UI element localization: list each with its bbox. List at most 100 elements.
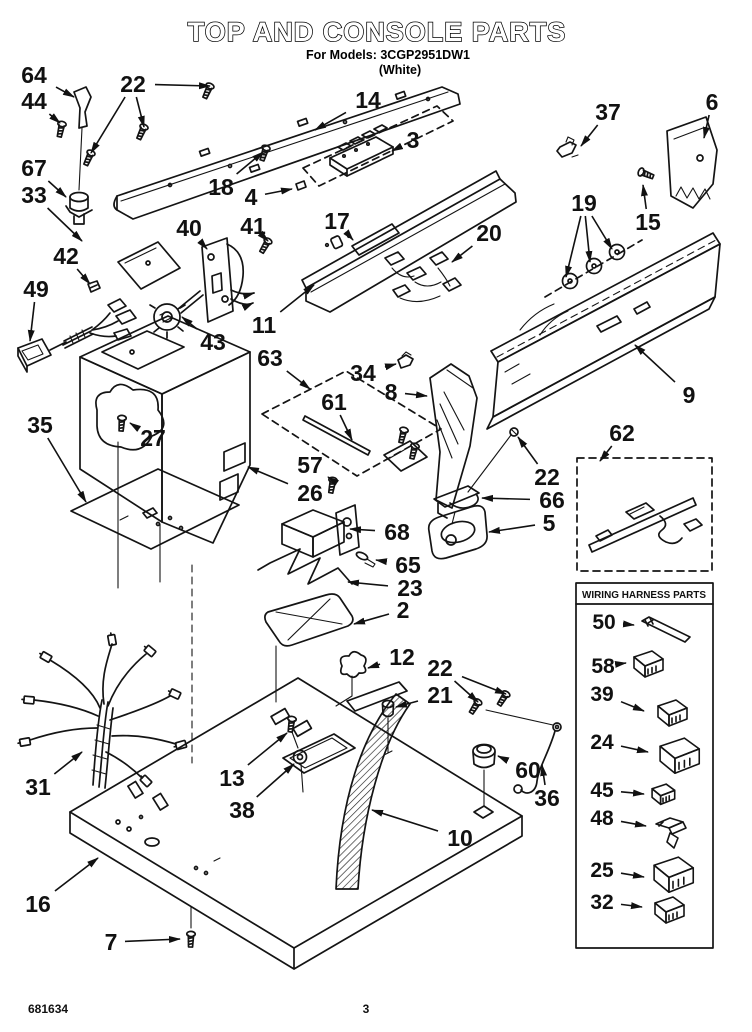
callout-leader-line bbox=[314, 111, 347, 131]
callout-leader-line bbox=[580, 124, 599, 147]
callout-49: 49 bbox=[23, 276, 49, 302]
callout-leader-line bbox=[391, 142, 404, 152]
callout-18: 18 bbox=[208, 174, 234, 200]
callout-leader-line bbox=[453, 680, 479, 703]
callout-7: 7 bbox=[105, 929, 118, 955]
callout-leader-line bbox=[279, 284, 315, 313]
clip-terminal-icon bbox=[655, 817, 687, 849]
callout-22: 22 bbox=[427, 655, 453, 681]
part-8-end-cap-art bbox=[429, 363, 519, 509]
finish-subtitle: (White) bbox=[379, 63, 421, 77]
page-title: TOP AND CONSOLE PARTS bbox=[188, 17, 567, 47]
callout-leader-line bbox=[247, 732, 288, 766]
part-7-screw-art bbox=[185, 906, 197, 948]
part-5-66-clip-tray-art bbox=[427, 485, 488, 560]
callout-leader-line bbox=[375, 558, 388, 566]
callout-8: 8 bbox=[385, 379, 398, 405]
callout-leader-line bbox=[256, 763, 295, 798]
callout-42: 42 bbox=[53, 243, 79, 269]
callout-13: 13 bbox=[219, 765, 245, 791]
callout-leader-line bbox=[286, 370, 311, 390]
callout-35: 35 bbox=[27, 412, 53, 438]
callout-22: 22 bbox=[534, 464, 560, 490]
harness-callout-24: 24 bbox=[590, 731, 614, 754]
callout-37: 37 bbox=[595, 99, 621, 125]
callout-leader-line bbox=[339, 414, 353, 441]
callout-33: 33 bbox=[21, 182, 47, 208]
connector-small-icon bbox=[651, 783, 676, 806]
callout-leader-line bbox=[54, 857, 99, 892]
callout-leader-line bbox=[614, 660, 627, 668]
part-14-rear-console-panel-art bbox=[81, 81, 461, 220]
callout-68: 68 bbox=[384, 519, 410, 545]
callout-leader-line bbox=[347, 579, 389, 587]
callout-leader-line bbox=[622, 620, 635, 628]
callout-leader-line bbox=[135, 96, 145, 128]
harness-callout-25: 25 bbox=[590, 859, 614, 882]
harness-callout-58: 58 bbox=[591, 655, 615, 678]
part-9-console-end-panel-art bbox=[486, 232, 721, 430]
callout-leader-line bbox=[395, 700, 419, 708]
part-31-wire-harness-art bbox=[16, 631, 188, 789]
part-63-61-57-34-bracket-art bbox=[261, 351, 442, 495]
callout-leader-line bbox=[353, 613, 390, 625]
callout-leader-line bbox=[384, 363, 397, 371]
callout-leader-line bbox=[620, 820, 647, 828]
connector-icon bbox=[654, 896, 685, 924]
callout-41: 41 bbox=[240, 213, 266, 239]
callout-leader-line bbox=[47, 180, 67, 198]
callout-leader-line bbox=[620, 789, 645, 797]
part-2-12-lid-clip-art bbox=[191, 564, 367, 764]
callout-leader-line bbox=[47, 207, 83, 242]
callout-leader-line bbox=[620, 871, 645, 879]
callout-62: 62 bbox=[609, 420, 635, 446]
part-64-44-67-33-42-small-parts-art bbox=[54, 86, 181, 293]
harness-callout-32: 32 bbox=[590, 891, 613, 914]
part-10-curved-panel-art bbox=[335, 681, 411, 890]
callout-15: 15 bbox=[635, 209, 661, 235]
part-62-harness-rail-art bbox=[576, 457, 713, 572]
part-16-top-panel-art bbox=[69, 677, 523, 970]
callout-leader-line bbox=[236, 151, 264, 175]
callout-leader-line bbox=[540, 764, 548, 786]
callout-11: 11 bbox=[252, 312, 277, 338]
callout-leader-line bbox=[488, 524, 536, 534]
connector-large-icon bbox=[659, 737, 701, 775]
callout-34: 34 bbox=[350, 360, 376, 386]
harness-callout-50: 50 bbox=[592, 611, 615, 634]
callout-31: 31 bbox=[25, 774, 51, 800]
models-subtitle: For Models: 3CGP2951DW1 bbox=[306, 48, 470, 62]
callout-leader-line bbox=[343, 229, 354, 241]
callout-leader-line bbox=[620, 745, 649, 754]
part-18-4-fasteners-art bbox=[257, 143, 307, 191]
callout-leader-line bbox=[53, 751, 83, 775]
callout-19: 19 bbox=[571, 190, 597, 216]
part-49-wire-plug-art bbox=[17, 298, 137, 373]
callout-leader-line bbox=[129, 422, 142, 432]
callout-10: 10 bbox=[447, 825, 473, 851]
callout-61: 61 bbox=[321, 389, 347, 415]
callout-leader-line bbox=[620, 700, 645, 712]
callout-leader-line bbox=[371, 809, 439, 832]
callout-leader-line bbox=[327, 476, 340, 487]
callout-26: 26 bbox=[297, 480, 323, 506]
callout-43: 43 bbox=[200, 329, 226, 355]
callout-leader-line bbox=[591, 215, 613, 250]
callout-leader-line bbox=[349, 526, 376, 534]
callout-38: 38 bbox=[229, 797, 255, 823]
callout-leader-line bbox=[124, 935, 181, 943]
wire-terminal-icon bbox=[641, 616, 691, 643]
callout-leader-line bbox=[497, 755, 510, 764]
callout-leader-line bbox=[264, 187, 293, 196]
harness-callout-39: 39 bbox=[590, 683, 613, 706]
callout-leader-line bbox=[404, 391, 428, 399]
callout-leader-line bbox=[48, 113, 61, 124]
callout-4: 4 bbox=[245, 184, 258, 210]
wiring-harness-box-title: WIRING HARNESS PARTS bbox=[582, 589, 706, 601]
callout-leader-line bbox=[247, 466, 289, 485]
callout-leader-line bbox=[367, 661, 381, 669]
part-26-27-console-housing-art bbox=[79, 315, 251, 589]
part-20-harness-cluster-art bbox=[384, 251, 462, 303]
